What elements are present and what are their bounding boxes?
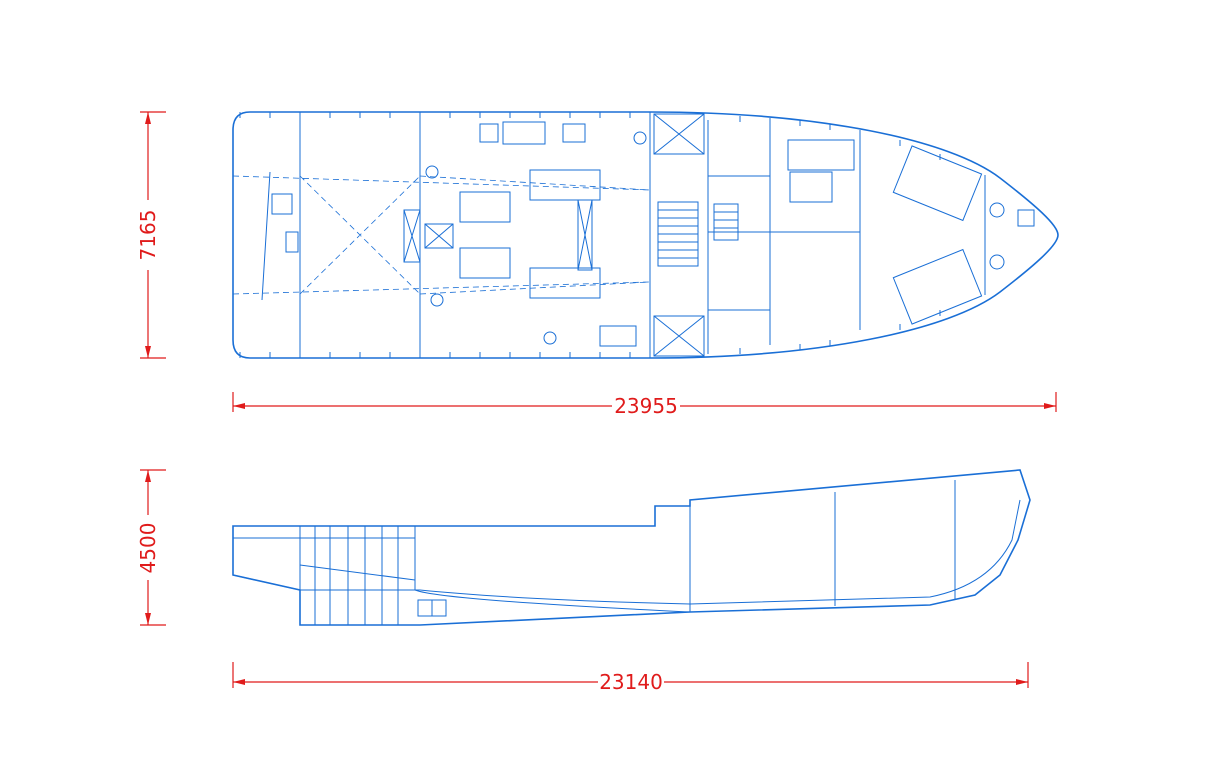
profile-depth-label: 4500 [136, 523, 160, 574]
plan-beam-dimension: 7165 [136, 111, 166, 359]
plan-length-label: 23955 [614, 394, 678, 418]
profile-length-label: 23140 [599, 670, 663, 694]
plan-view [232, 111, 1059, 359]
profile-hull-outline [232, 469, 1031, 626]
profile-view [232, 469, 1031, 626]
profile-depth-dimension: 4500 [136, 469, 166, 626]
plan-length-dimension: 23955 [232, 392, 1057, 418]
plan-hull-outline [232, 111, 1059, 359]
profile-length-dimension: 23140 [232, 662, 1029, 694]
plan-beam-label: 7165 [136, 210, 160, 261]
